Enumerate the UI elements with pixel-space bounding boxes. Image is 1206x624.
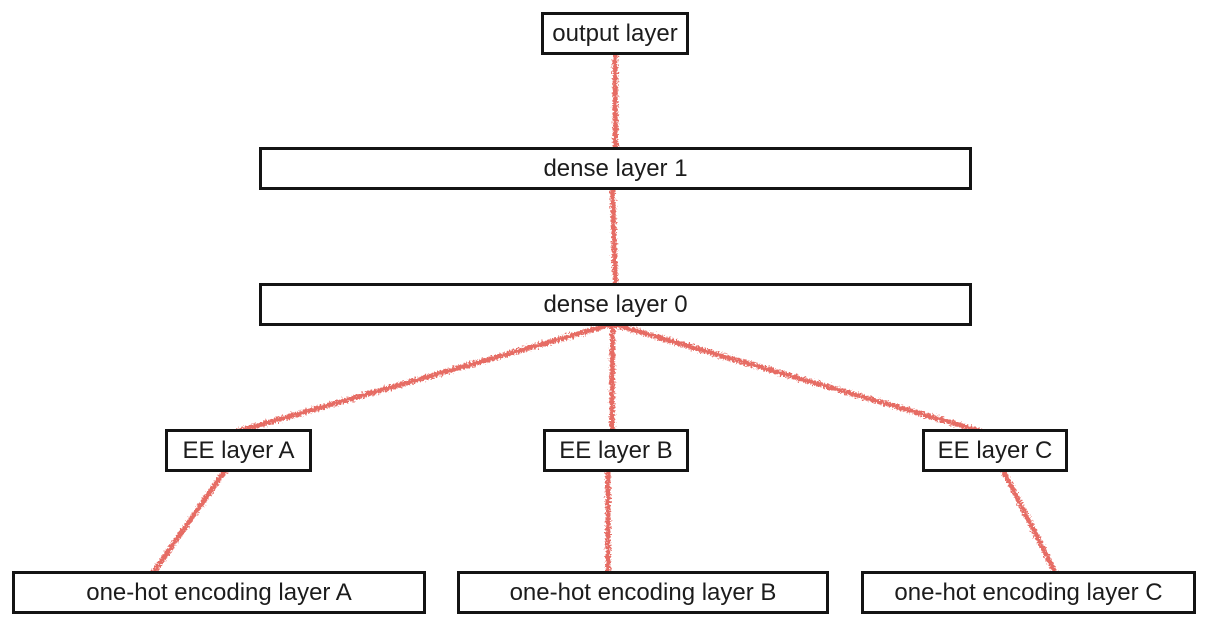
- node-output-layer-label: output layer: [552, 19, 678, 47]
- node-ee-layer-a: EE layer A: [165, 429, 312, 472]
- node-ee-layer-c: EE layer C: [922, 429, 1068, 472]
- connection-output-layer-to-dense-layer-1: [612, 50, 618, 152]
- node-dense-layer-0: dense layer 0: [259, 283, 972, 326]
- connection-dense-layer-0-to-ee-layer-a: [236, 321, 615, 434]
- node-ee-layer-a-label: EE layer A: [182, 436, 295, 464]
- connection-dense-layer-1-to-dense-layer-0: [610, 185, 618, 288]
- node-dense-layer-1-label: dense layer 1: [543, 154, 688, 182]
- node-one-hot-encoding-layer-b: one-hot encoding layer B: [457, 571, 829, 614]
- node-one-hot-encoding-layer-b-label: one-hot encoding layer B: [509, 578, 777, 606]
- connection-ee-layer-c-to-one-hot-c: [1000, 467, 1058, 576]
- node-one-hot-encoding-layer-c-label: one-hot encoding layer C: [894, 578, 1163, 606]
- node-dense-layer-0-label: dense layer 0: [543, 290, 688, 318]
- node-dense-layer-1: dense layer 1: [259, 147, 972, 190]
- node-ee-layer-b-label: EE layer B: [559, 436, 673, 464]
- node-ee-layer-b: EE layer B: [543, 429, 689, 472]
- node-ee-layer-c-label: EE layer C: [937, 436, 1053, 464]
- node-one-hot-encoding-layer-a-label: one-hot encoding layer A: [86, 578, 352, 606]
- node-one-hot-encoding-layer-c: one-hot encoding layer C: [861, 571, 1196, 614]
- connection-ee-layer-a-to-one-hot-a: [150, 467, 228, 576]
- node-output-layer: output layer: [541, 12, 689, 55]
- connection-dense-layer-0-to-ee-layer-b: [609, 321, 615, 434]
- node-one-hot-encoding-layer-a: one-hot encoding layer A: [12, 571, 426, 614]
- connection-dense-layer-0-to-ee-layer-c: [610, 321, 983, 434]
